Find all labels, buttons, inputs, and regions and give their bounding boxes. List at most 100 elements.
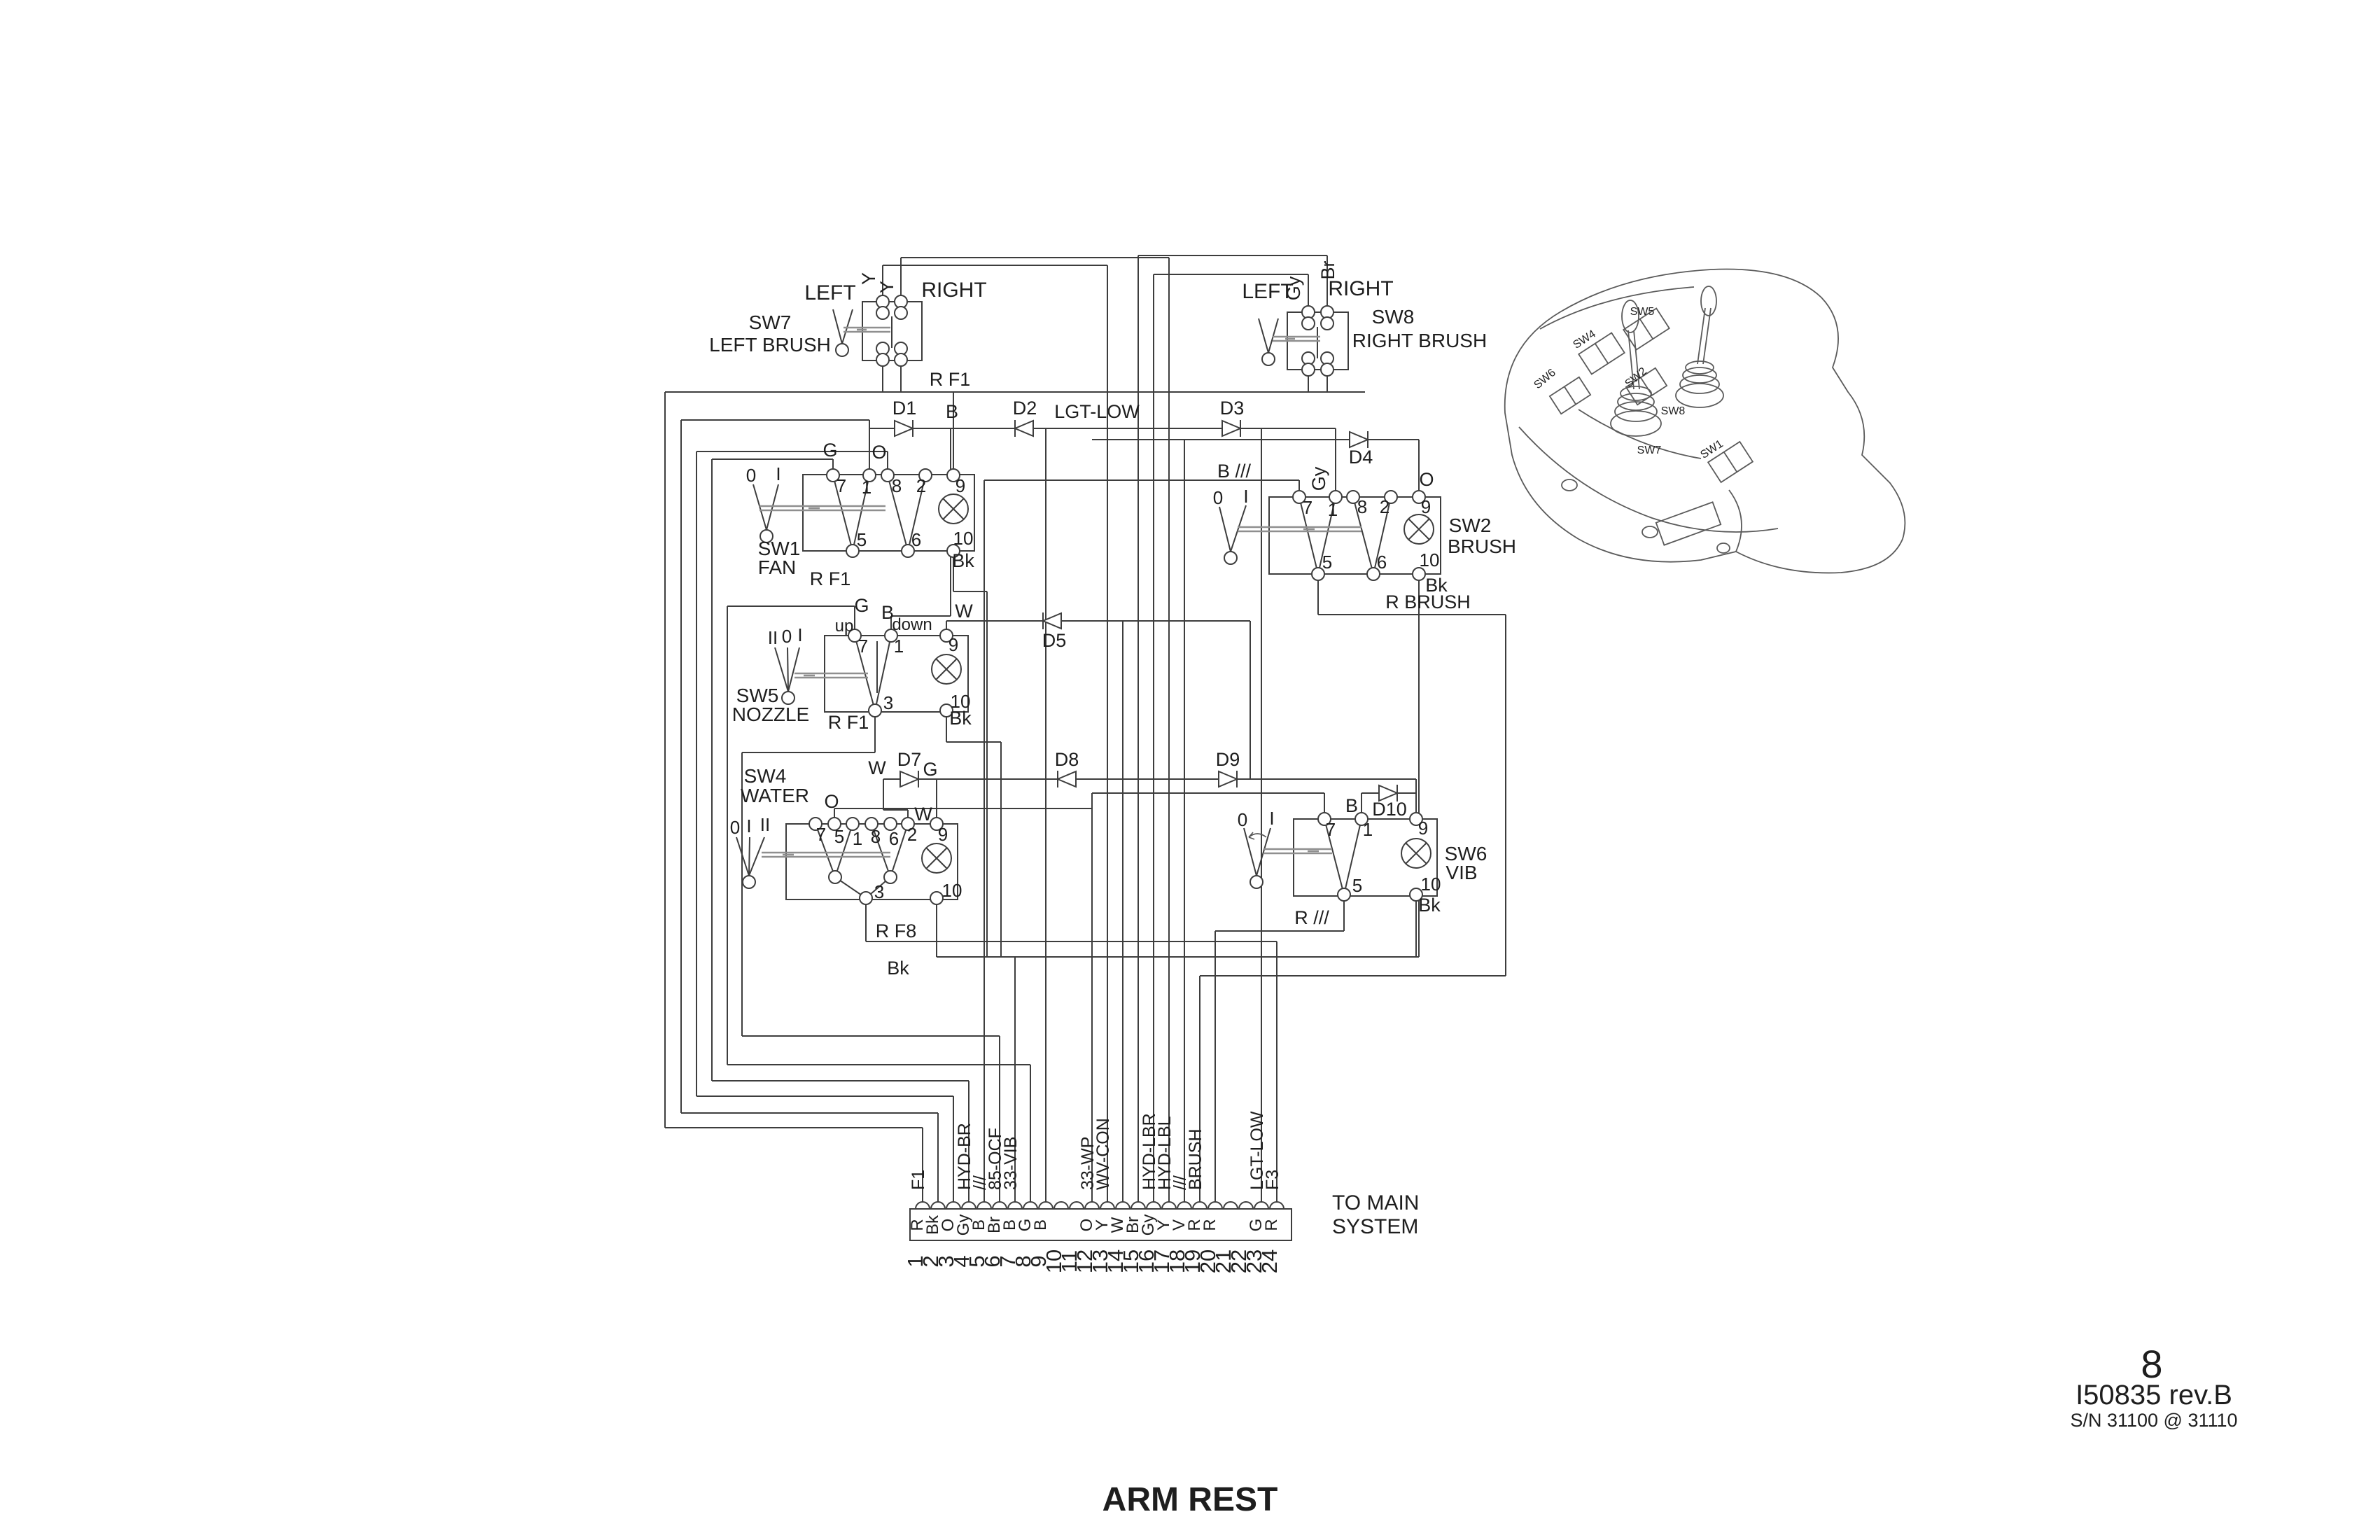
sw4-w2-label: W bbox=[914, 804, 932, 825]
diode-d3-icon: D3 bbox=[1220, 398, 1244, 438]
pin-color: G bbox=[1247, 1219, 1266, 1232]
sw2-bk-label: Bk bbox=[1425, 575, 1448, 596]
sw2-t8: 8 bbox=[1357, 496, 1367, 517]
pin-number: 7 bbox=[995, 1255, 1020, 1267]
pin-color: Y bbox=[1154, 1219, 1173, 1231]
sw8-br-label: Br bbox=[1317, 260, 1338, 279]
sw1-t7: 7 bbox=[836, 475, 846, 496]
pin-function: /// bbox=[970, 1175, 990, 1190]
pin-function: HYD-BR bbox=[955, 1123, 974, 1190]
pin-color: Br bbox=[1124, 1217, 1142, 1233]
pin-number: 24 bbox=[1257, 1250, 1282, 1273]
top-bus-label: R F1 bbox=[930, 369, 971, 390]
sw2-t9: 9 bbox=[1421, 496, 1431, 517]
sw5-w-label: W bbox=[955, 601, 973, 622]
sw5-t7: 7 bbox=[858, 636, 868, 657]
pin-number: 15 bbox=[1119, 1250, 1143, 1273]
pin-function: HYD-LBR bbox=[1140, 1113, 1159, 1190]
diode-d8-icon: D8 bbox=[1055, 749, 1079, 788]
pin-number: 18 bbox=[1165, 1250, 1189, 1273]
pin-function: F3 bbox=[1263, 1170, 1282, 1190]
diode-d10-icon: D10 bbox=[1372, 784, 1407, 820]
pin-function: 33-WP bbox=[1078, 1137, 1098, 1190]
sw1-t9: 9 bbox=[955, 475, 965, 496]
inset-sw1-label: SW1 bbox=[1698, 438, 1725, 461]
sw4-o-label: O bbox=[824, 791, 839, 812]
pin-color: Y bbox=[1093, 1219, 1112, 1231]
net-lgt-low-label: LGT-LOW bbox=[1054, 401, 1140, 422]
pin-number: 4 bbox=[949, 1255, 974, 1267]
sw5-pos-2: I bbox=[797, 624, 802, 645]
sw4-pos-2: II bbox=[760, 814, 770, 835]
sw5-nozzle-switch: II 0 I up down G B W 7 1 9 3 10 Bk R F1 … bbox=[732, 595, 973, 733]
pin-number: 12 bbox=[1072, 1250, 1097, 1273]
sw2-ret-label: R BRUSH bbox=[1385, 592, 1471, 612]
pin-number: 3 bbox=[934, 1255, 958, 1267]
inset-sw7-label: SW7 bbox=[1637, 444, 1662, 456]
pin-color: O bbox=[1077, 1219, 1096, 1232]
sw8-left-label: LEFT bbox=[1242, 280, 1293, 303]
pin-color: W bbox=[1108, 1217, 1127, 1233]
page-number: 8 bbox=[2141, 1342, 2162, 1386]
pin-color: R bbox=[908, 1219, 927, 1231]
diode-d1-icon: D1 bbox=[892, 398, 917, 438]
sw6-id: SW6 bbox=[1445, 843, 1488, 864]
diode-d9-icon: D9 bbox=[1216, 749, 1240, 788]
sw5-t3: 3 bbox=[883, 692, 893, 713]
diode-d4-label: D4 bbox=[1349, 447, 1373, 468]
sw8-id: SW8 bbox=[1372, 306, 1415, 328]
sw7-id: SW7 bbox=[749, 312, 792, 333]
sw5-t10: 10 bbox=[951, 691, 971, 712]
diode-d8-label: D8 bbox=[1055, 749, 1079, 770]
pin-color: V bbox=[1170, 1219, 1189, 1231]
pin-number: 6 bbox=[980, 1255, 1004, 1267]
pin-number: 17 bbox=[1149, 1250, 1174, 1273]
sw7-wire2-label: Y bbox=[876, 281, 897, 293]
pin-color: Bk bbox=[923, 1214, 942, 1235]
inset-sw6-label: SW6 bbox=[1532, 367, 1558, 391]
sw5-pos-1: 0 bbox=[782, 626, 792, 647]
pin-color: O bbox=[939, 1219, 958, 1232]
sw2-o-label: O bbox=[1419, 469, 1434, 490]
sw4-t3: 3 bbox=[874, 881, 884, 902]
sw7-left-label: LEFT bbox=[804, 281, 855, 304]
pin-color: G bbox=[1016, 1219, 1035, 1232]
sw1-name: FAN bbox=[758, 556, 796, 578]
pin-color: Br bbox=[985, 1217, 1004, 1233]
pin-number: 19 bbox=[1180, 1250, 1205, 1273]
sw2-t6: 6 bbox=[1377, 552, 1387, 573]
pin-function: 33-VIB bbox=[1001, 1137, 1021, 1190]
sw2-t2: 2 bbox=[1380, 496, 1390, 517]
sw1-t10: 10 bbox=[953, 528, 974, 549]
to-main-line2: SYSTEM bbox=[1332, 1215, 1418, 1238]
doc-number: I50835 rev.B bbox=[2076, 1380, 2232, 1410]
sw5-g-label: G bbox=[854, 595, 869, 616]
sw2-t7: 7 bbox=[1303, 497, 1312, 518]
sw4-t7: 7 bbox=[816, 824, 826, 845]
diode-symbols: D1 D2 D3 D4 D5 D7 D8 D9 bbox=[892, 398, 1407, 820]
sw4-t9: 9 bbox=[938, 824, 948, 845]
sw1-pos-0: 0 bbox=[746, 465, 756, 486]
sw1-id: SW1 bbox=[758, 538, 801, 559]
pin-function: F1 bbox=[909, 1170, 928, 1190]
sw2-gy-label: Gy bbox=[1308, 466, 1329, 491]
pin-number: 13 bbox=[1088, 1250, 1112, 1273]
sw6-ret-label: R /// bbox=[1294, 907, 1329, 928]
pin-color: Gy bbox=[954, 1214, 973, 1236]
sw7-left-brush-switch: LEFT RIGHT SW7 LEFT BRUSH Y Y bbox=[709, 272, 987, 367]
net-b-label: B bbox=[946, 401, 958, 422]
pin-color: B bbox=[969, 1219, 988, 1231]
sw4-pos-0: 0 bbox=[730, 817, 740, 838]
sw5-id: SW5 bbox=[736, 685, 779, 706]
sw4-bk-label: Bk bbox=[887, 958, 909, 979]
pin-color: R bbox=[1200, 1219, 1219, 1231]
pin-number: 9 bbox=[1026, 1255, 1051, 1267]
page-title: ARM REST bbox=[1102, 1481, 1278, 1518]
sw1-g-label: G bbox=[822, 440, 837, 461]
pin-color: Gy bbox=[1139, 1214, 1158, 1236]
sw2-b3-label: B /// bbox=[1217, 461, 1252, 482]
pin-color: R bbox=[1185, 1219, 1204, 1231]
main-connector: R 1 F1 Bk 2 O 3 Gy 4 HYD-BR B 5 /// Br 6… bbox=[903, 1111, 1419, 1273]
diode-d1-label: D1 bbox=[892, 398, 917, 419]
